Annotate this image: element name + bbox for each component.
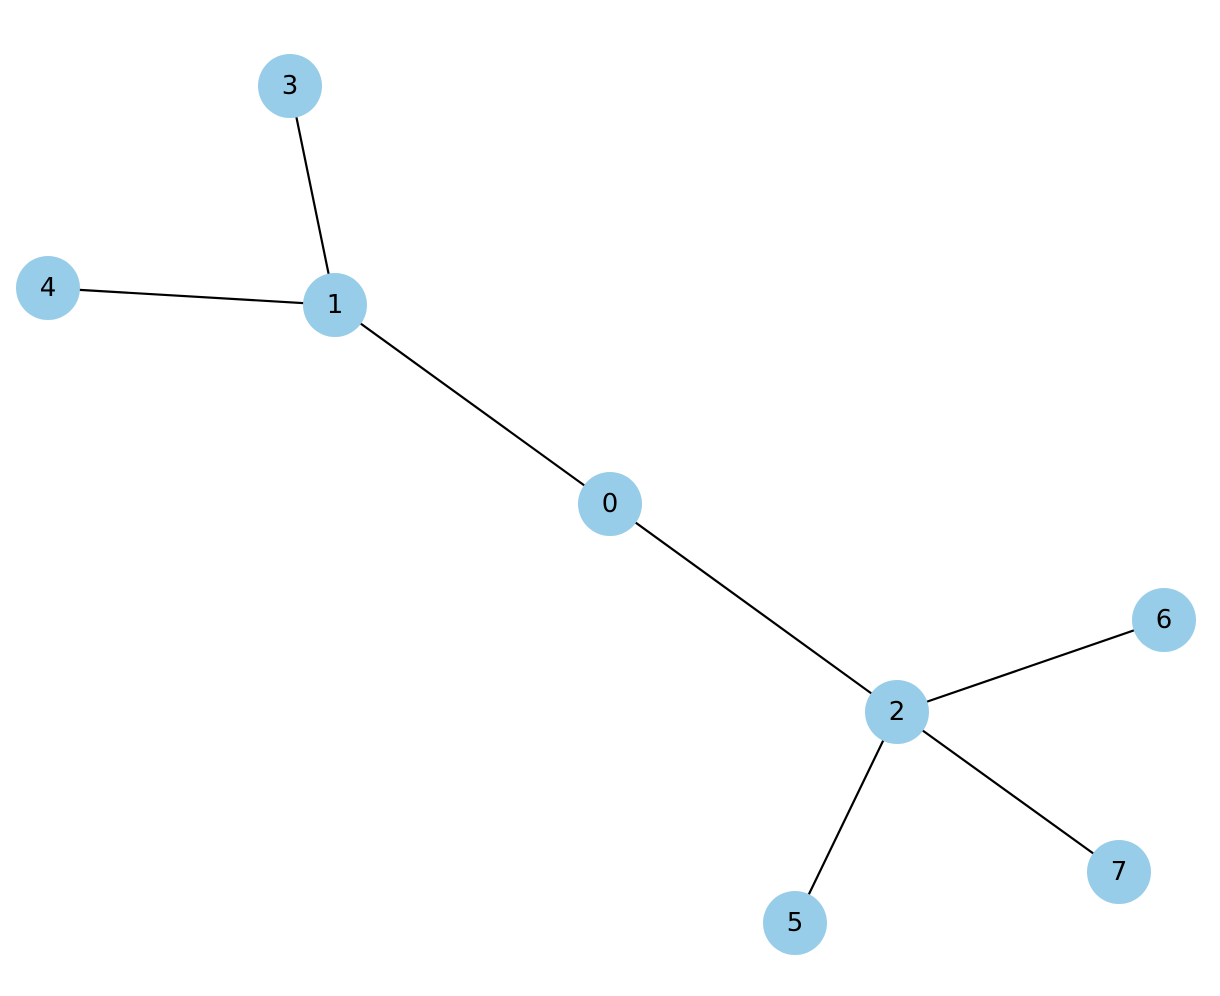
edge-0-1 [334, 304, 611, 505]
node-label-0: 0 [602, 489, 619, 519]
node-5: 5 [763, 891, 827, 955]
node-1: 1 [303, 273, 367, 337]
edge-1-4 [47, 286, 336, 307]
node-circle-0 [578, 472, 642, 536]
node-label-5: 5 [787, 908, 804, 938]
edge-0-2 [609, 503, 898, 713]
node-3: 3 [258, 54, 322, 118]
node-circle-2 [865, 680, 929, 744]
node-circle-5 [763, 891, 827, 955]
node-label-6: 6 [1156, 605, 1173, 635]
edge-2-5 [794, 711, 898, 924]
node-7: 7 [1087, 840, 1151, 904]
node-label-2: 2 [889, 697, 906, 727]
edge-2-6 [896, 618, 1165, 714]
node-2: 2 [865, 680, 929, 744]
node-4: 4 [16, 256, 80, 320]
nodes-layer: 0 1 2 3 4 5 6 7 [16, 54, 1196, 955]
node-label-7: 7 [1111, 857, 1128, 887]
node-0: 0 [578, 472, 642, 536]
edge-1-3 [288, 85, 337, 306]
node-label-3: 3 [282, 71, 299, 101]
node-circle-6 [1132, 588, 1196, 652]
edges-layer [47, 85, 1165, 924]
node-6: 6 [1132, 588, 1196, 652]
node-circle-3 [258, 54, 322, 118]
node-circle-7 [1087, 840, 1151, 904]
edge-2-7 [896, 711, 1120, 873]
node-label-1: 1 [327, 290, 344, 320]
node-circle-1 [303, 273, 367, 337]
node-label-4: 4 [40, 273, 57, 303]
node-circle-4 [16, 256, 80, 320]
